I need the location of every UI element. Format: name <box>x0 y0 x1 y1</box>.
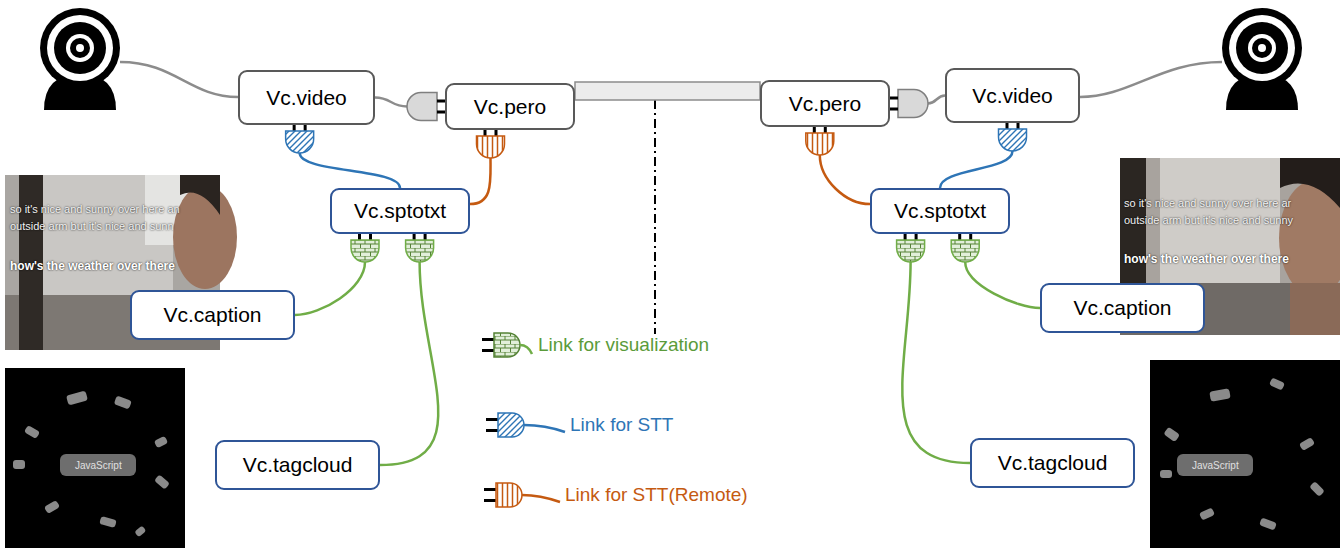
component-box: Vc.pero <box>445 83 575 130</box>
link-cable <box>375 98 407 107</box>
component-box: Vc.pero <box>760 80 890 127</box>
plug-body <box>407 93 437 121</box>
camera-cable <box>120 62 238 97</box>
legend-text: Link for STT <box>568 414 675 436</box>
caption-text: so it's nice and sunny over here ar <box>1124 197 1291 209</box>
link-cable <box>375 93 449 121</box>
legend-text: Link for visualization <box>536 334 711 356</box>
camera-cable <box>1080 62 1222 97</box>
component-box: Vc.caption <box>130 290 295 340</box>
divider-line <box>654 100 656 355</box>
caption-text: outside arm but it's nice and sunny <box>1124 214 1293 226</box>
plug-body <box>897 240 925 262</box>
component-box: Vc.tagcloud <box>215 440 380 490</box>
link-bar <box>575 82 760 100</box>
plug-body <box>951 240 979 262</box>
component-box: Vc.sptotxt <box>870 188 1010 234</box>
webcam-icon <box>40 8 120 110</box>
plug-body <box>351 240 379 262</box>
caption-text: outside arm but it's nice and sunn <box>10 220 174 232</box>
link-cable <box>820 155 870 204</box>
link-cable <box>295 229 379 315</box>
link-cable <box>300 153 400 188</box>
box-label: Vc.sptotxt <box>894 199 986 223</box>
link-bar <box>575 82 760 100</box>
plug-body <box>999 129 1027 151</box>
link-cable <box>380 262 438 465</box>
plug-body <box>477 136 505 158</box>
box-label: Vc.pero <box>474 95 546 119</box>
plug-body <box>406 240 434 262</box>
component-box: Vc.video <box>945 68 1080 123</box>
legend-plug-icon <box>486 413 565 437</box>
caption-text: so it's nice and sunny over here an <box>10 203 180 215</box>
link-cable <box>902 262 970 463</box>
plug-body <box>806 133 834 155</box>
box-label: Vc.caption <box>1073 296 1171 320</box>
component-box: Vc.video <box>238 70 375 125</box>
link-cable <box>940 118 1027 188</box>
box-label: Vc.video <box>972 84 1053 108</box>
box-label: Vc.tagcloud <box>998 451 1108 475</box>
component-box: Vc.sptotxt <box>330 188 470 234</box>
caption-text: how's the weather over there <box>1124 252 1289 266</box>
legend-plug-icon <box>482 333 532 357</box>
link-cable <box>806 122 870 204</box>
box-label: Vc.caption <box>163 303 261 327</box>
tag-word: JavaScript <box>75 460 122 471</box>
box-label: Vc.sptotxt <box>354 199 446 223</box>
caption-text: how's the weather over there <box>10 259 175 273</box>
component-box: Vc.tagcloud <box>970 438 1135 488</box>
link-cable <box>295 262 365 315</box>
box-label: Vc.video <box>266 86 347 110</box>
box-label: Vc.tagcloud <box>243 453 353 477</box>
box-label: Vc.pero <box>789 92 861 116</box>
tagcloud-screenshot <box>1150 360 1340 548</box>
legend-plug-icon <box>484 483 560 507</box>
link-cable <box>951 229 1040 308</box>
tagcloud-screenshot <box>5 368 185 548</box>
link-cable <box>965 262 1040 308</box>
plug-body <box>898 90 928 118</box>
legend-text: Link for STT(Remote) <box>563 484 750 506</box>
link-cable <box>470 125 505 204</box>
webcam-icon <box>1222 8 1302 110</box>
link-cable <box>928 96 945 104</box>
component-box: Vc.caption <box>1040 283 1205 333</box>
plug-body <box>286 131 314 153</box>
link-cable <box>380 229 438 465</box>
link-cable <box>470 158 491 204</box>
link-cable <box>940 151 1013 188</box>
tag-word: JavaScript <box>1192 460 1239 471</box>
link-cable <box>286 120 400 188</box>
link-cable <box>886 90 945 118</box>
link-cable <box>897 229 970 463</box>
